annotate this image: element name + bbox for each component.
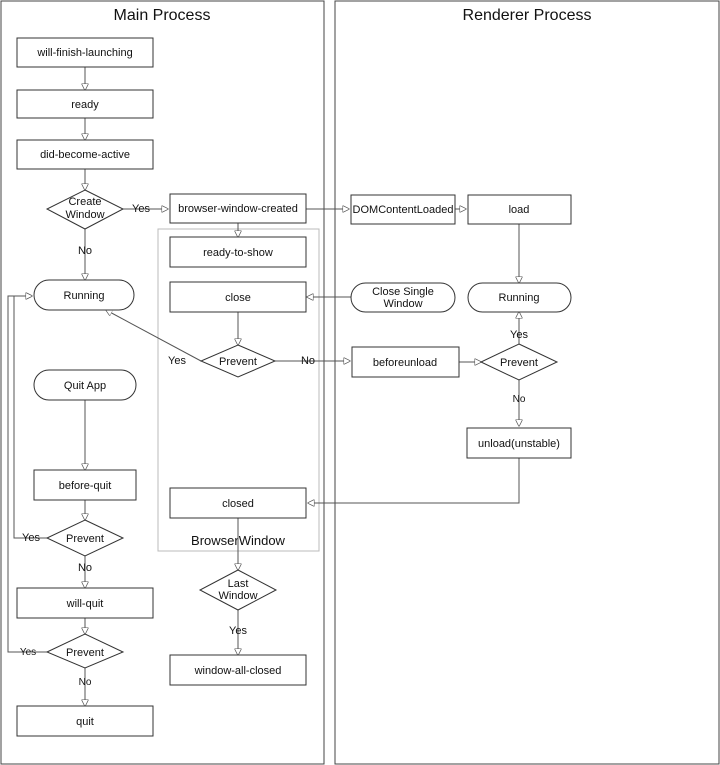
node-will-finish-launching: will-finish-launching bbox=[16, 37, 154, 68]
edge-prevent1-yes-running bbox=[13, 296, 47, 539]
node-close-single-window: Close Single Window bbox=[350, 282, 456, 313]
label-renderer-prevent-yes: Yes bbox=[510, 329, 528, 341]
label-prevent-quit-1-no: No bbox=[78, 562, 92, 574]
decision-last-window-line1: Last bbox=[228, 578, 249, 590]
decision-create-window-line2: Window bbox=[65, 209, 104, 221]
label-prevent-quit-2-yes: Yes bbox=[20, 647, 36, 658]
edge-prevent2-yes-running bbox=[7, 296, 47, 653]
node-ready-to-show-label: ready-to-show bbox=[203, 247, 273, 259]
node-quit-app: Quit App bbox=[33, 369, 137, 401]
decision-prevent-quit-1-label: Prevent bbox=[66, 533, 104, 545]
decision-prevent-quit-1: Prevent bbox=[45, 519, 125, 557]
decision-last-window-line2: Window bbox=[218, 590, 257, 602]
label-create-no: No bbox=[78, 245, 92, 257]
node-running-renderer-label: Running bbox=[499, 292, 540, 304]
decision-create-window-line1: Create bbox=[68, 196, 101, 208]
node-unload: unload(unstable) bbox=[466, 427, 572, 459]
node-closed: closed bbox=[169, 487, 307, 519]
node-running-main: Running bbox=[33, 279, 135, 311]
label-prevent-quit-1-yes: Yes bbox=[22, 532, 40, 544]
node-window-all-closed-label: window-all-closed bbox=[194, 665, 282, 677]
node-quit-app-label: Quit App bbox=[64, 380, 106, 392]
label-renderer-prevent-no: No bbox=[513, 394, 526, 405]
decision-prevent-renderer: Prevent bbox=[479, 343, 559, 381]
decision-prevent-quit-2-label: Prevent bbox=[66, 647, 104, 659]
node-will-quit-label: will-quit bbox=[66, 598, 104, 610]
node-close: close bbox=[169, 281, 307, 313]
renderer-process-title: Renderer Process bbox=[463, 7, 592, 24]
node-browser-window-created: browser-window-created bbox=[169, 193, 307, 224]
label-prevent-close-yes: Yes bbox=[168, 355, 186, 367]
node-load: load bbox=[467, 194, 572, 225]
node-did-become-active: did-become-active bbox=[16, 139, 154, 170]
label-prevent-quit-2-no: No bbox=[79, 677, 92, 688]
node-quit-label: quit bbox=[76, 716, 94, 728]
node-will-finish-launching-label: will-finish-launching bbox=[36, 47, 132, 59]
node-beforeunload-label: beforeunload bbox=[373, 357, 437, 369]
node-unload-label: unload(unstable) bbox=[478, 438, 560, 450]
node-ready: ready bbox=[16, 89, 154, 119]
renderer-process-lane bbox=[334, 0, 720, 765]
node-window-all-closed: window-all-closed bbox=[169, 654, 307, 686]
decision-prevent-close: Prevent bbox=[199, 344, 277, 378]
node-did-become-active-label: did-become-active bbox=[40, 149, 130, 161]
label-last-window-yes: Yes bbox=[229, 625, 247, 637]
node-beforeunload: beforeunload bbox=[351, 346, 460, 378]
node-dom-content-loaded-label: DOMContentLoaded bbox=[353, 204, 454, 216]
node-close-label: close bbox=[225, 292, 251, 304]
edge-unload-closed bbox=[308, 458, 520, 503]
node-running-main-label: Running bbox=[64, 290, 105, 302]
node-close-single-window-line2: Window bbox=[383, 298, 422, 310]
node-ready-label: ready bbox=[71, 99, 99, 111]
node-quit: quit bbox=[16, 705, 154, 737]
decision-create-window: Create Window bbox=[45, 189, 125, 230]
node-before-quit-label: before-quit bbox=[59, 480, 112, 492]
node-running-renderer: Running bbox=[467, 282, 572, 313]
label-create-yes: Yes bbox=[132, 203, 150, 215]
node-dom-content-loaded: DOMContentLoaded bbox=[350, 194, 456, 225]
main-process-title: Main Process bbox=[114, 7, 211, 24]
node-will-quit: will-quit bbox=[16, 587, 154, 619]
decision-prevent-renderer-label: Prevent bbox=[500, 357, 538, 369]
node-before-quit: before-quit bbox=[33, 469, 137, 501]
node-closed-label: closed bbox=[222, 498, 254, 510]
decision-last-window: Last Window bbox=[198, 569, 278, 611]
node-browser-window-created-label: browser-window-created bbox=[178, 203, 298, 215]
edge-prevent-yes-running bbox=[106, 310, 202, 362]
decision-prevent-quit-2: Prevent bbox=[45, 633, 125, 669]
node-load-label: load bbox=[509, 204, 530, 216]
node-ready-to-show: ready-to-show bbox=[169, 236, 307, 268]
node-close-single-window-line1: Close Single bbox=[372, 286, 434, 298]
decision-prevent-close-label: Prevent bbox=[219, 356, 257, 368]
main-process-lane bbox=[0, 0, 325, 765]
label-prevent-close-no: No bbox=[301, 355, 315, 367]
